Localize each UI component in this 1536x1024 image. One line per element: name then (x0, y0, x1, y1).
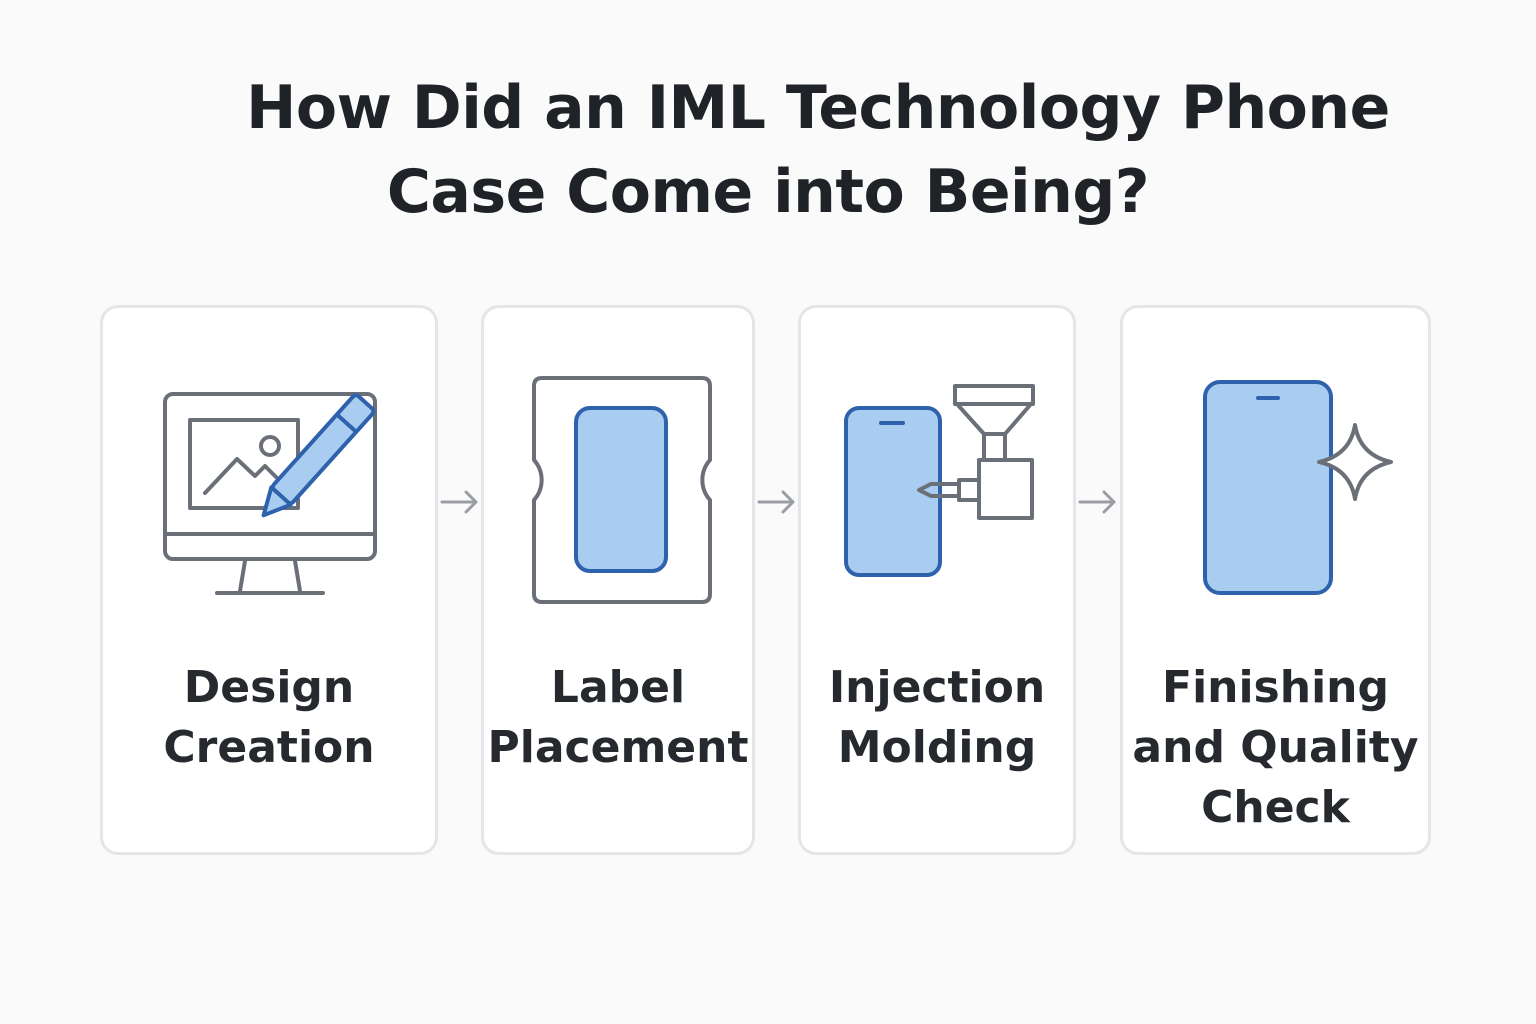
monitor-pencil-icon (163, 392, 377, 595)
label-line: Label (550, 662, 686, 713)
page-title: How Did an IML Technology Phone Case Com… (0, 66, 1536, 234)
step-card-finishing-quality-check: Finishing and Quality Check (1120, 305, 1431, 855)
label-line: Finishing (1162, 662, 1389, 713)
step-card-label-placement: Label Placement (481, 305, 755, 855)
label-line: Placement (487, 722, 749, 773)
phone-sparkle-icon (1203, 380, 1393, 595)
label-line: Creation (163, 722, 375, 773)
right-arrow-icon (757, 490, 795, 514)
step-label-label-placement: Label Placement (484, 658, 752, 778)
step-label-finishing-quality-check: Finishing and Quality Check (1123, 658, 1428, 838)
right-arrow-icon (1078, 490, 1116, 514)
step-card-design-creation: Design Creation (100, 305, 438, 855)
injection-machine-phone-icon (844, 384, 1035, 577)
label-line: Injection (828, 662, 1046, 713)
label-line: Check (1201, 782, 1350, 833)
label-sheet-phone-icon (532, 376, 712, 604)
label-line: Design (183, 662, 355, 713)
title-line-1: How Did an IML Technology Phone (246, 73, 1390, 143)
step-label-design-creation: Design Creation (103, 658, 435, 778)
step-label-injection-molding: Injection Molding (801, 658, 1073, 778)
title-line-2: Case Come into Being? (386, 157, 1150, 227)
label-line: Molding (837, 722, 1037, 773)
step-card-injection-molding: Injection Molding (798, 305, 1076, 855)
right-arrow-icon (440, 490, 478, 514)
label-line: and Quality (1132, 722, 1419, 773)
